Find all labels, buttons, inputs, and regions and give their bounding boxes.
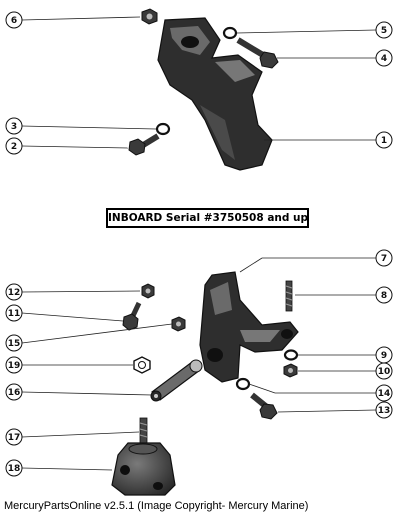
callout-circle	[375, 401, 393, 419]
callout-5: 5	[375, 21, 393, 39]
callout-number: 6	[11, 16, 17, 26]
callout-number: 9	[381, 351, 387, 361]
callout-number: 1	[381, 136, 387, 146]
callout-circle	[375, 286, 393, 304]
part-15-nut	[171, 316, 186, 332]
leader-lines	[21, 16, 377, 471]
callout-13: 13	[375, 401, 393, 419]
part-3-washer	[155, 122, 171, 136]
callout-17: 17	[5, 428, 23, 446]
callout-number: 2	[11, 142, 17, 152]
part-14-washer	[235, 377, 251, 391]
callout-2: 2	[5, 137, 23, 155]
part-19-nut	[133, 356, 151, 374]
callout-3: 3	[5, 117, 23, 135]
callout-number: 3	[11, 122, 17, 132]
callout-circle	[5, 334, 23, 352]
callout-circle	[375, 49, 393, 67]
callout-circle	[5, 117, 23, 135]
part-5-washer	[222, 26, 238, 40]
callout-number: 18	[8, 464, 21, 474]
callout-number: 17	[8, 433, 21, 443]
serial-banner: INBOARD Serial #3750508 and up	[106, 208, 309, 228]
callout-14: 14	[375, 384, 393, 402]
callout-circle	[5, 428, 23, 446]
part-6-nut	[141, 8, 158, 25]
callout-number: 4	[381, 54, 387, 64]
part-8-stud	[285, 280, 293, 312]
callout-11: 11	[5, 304, 23, 322]
part-13-bolt	[250, 392, 278, 420]
part-2-bolt	[128, 133, 160, 156]
callout-number: 8	[381, 291, 387, 301]
callout-circle	[375, 131, 393, 149]
callout-18: 18	[5, 459, 23, 477]
part-17-stud	[139, 417, 148, 447]
callout-number: 13	[378, 406, 391, 416]
callout-number: 19	[8, 361, 21, 371]
part-10-nut	[283, 363, 298, 378]
callout-circle	[5, 459, 23, 477]
part-12-nut	[141, 283, 155, 299]
callout-15: 15	[5, 334, 23, 352]
callout-6: 6	[5, 11, 23, 29]
callout-12: 12	[5, 283, 23, 301]
callout-circle	[5, 137, 23, 155]
callout-number: 7	[381, 254, 387, 264]
callout-circle	[375, 249, 393, 267]
callout-circle	[375, 384, 393, 402]
callout-7: 7	[375, 249, 393, 267]
callout-8: 8	[375, 286, 393, 304]
callout-number: 11	[8, 309, 21, 319]
callout-9: 9	[375, 346, 393, 364]
callout-4: 4	[375, 49, 393, 67]
callout-circle	[375, 362, 393, 380]
callout-1: 1	[375, 131, 393, 149]
callout-circle	[375, 21, 393, 39]
callout-number: 5	[381, 26, 387, 36]
callout-10: 10	[375, 362, 393, 380]
callout-19: 19	[5, 356, 23, 374]
callout-number: 12	[8, 288, 21, 298]
part-4-bolt	[236, 37, 279, 69]
part-9-washer	[283, 349, 299, 361]
part-7-bracket	[199, 271, 299, 383]
callout-number: 10	[378, 367, 391, 377]
part-11-bolt	[122, 301, 142, 331]
callout-circle	[5, 11, 23, 29]
part-1-bracket	[157, 17, 273, 171]
callout-circle	[5, 356, 23, 374]
part-16-link	[150, 359, 203, 402]
callout-circle	[5, 383, 23, 401]
copyright-footer: MercuryPartsOnline v2.5.1 (Image Copyrig…	[4, 500, 309, 512]
callout-16: 16	[5, 383, 23, 401]
callout-circle	[5, 304, 23, 322]
callout-circle	[5, 283, 23, 301]
part-18-mount	[111, 442, 176, 496]
callout-number: 16	[8, 388, 21, 398]
callout-number: 14	[378, 389, 391, 399]
callout-number: 15	[8, 339, 21, 349]
